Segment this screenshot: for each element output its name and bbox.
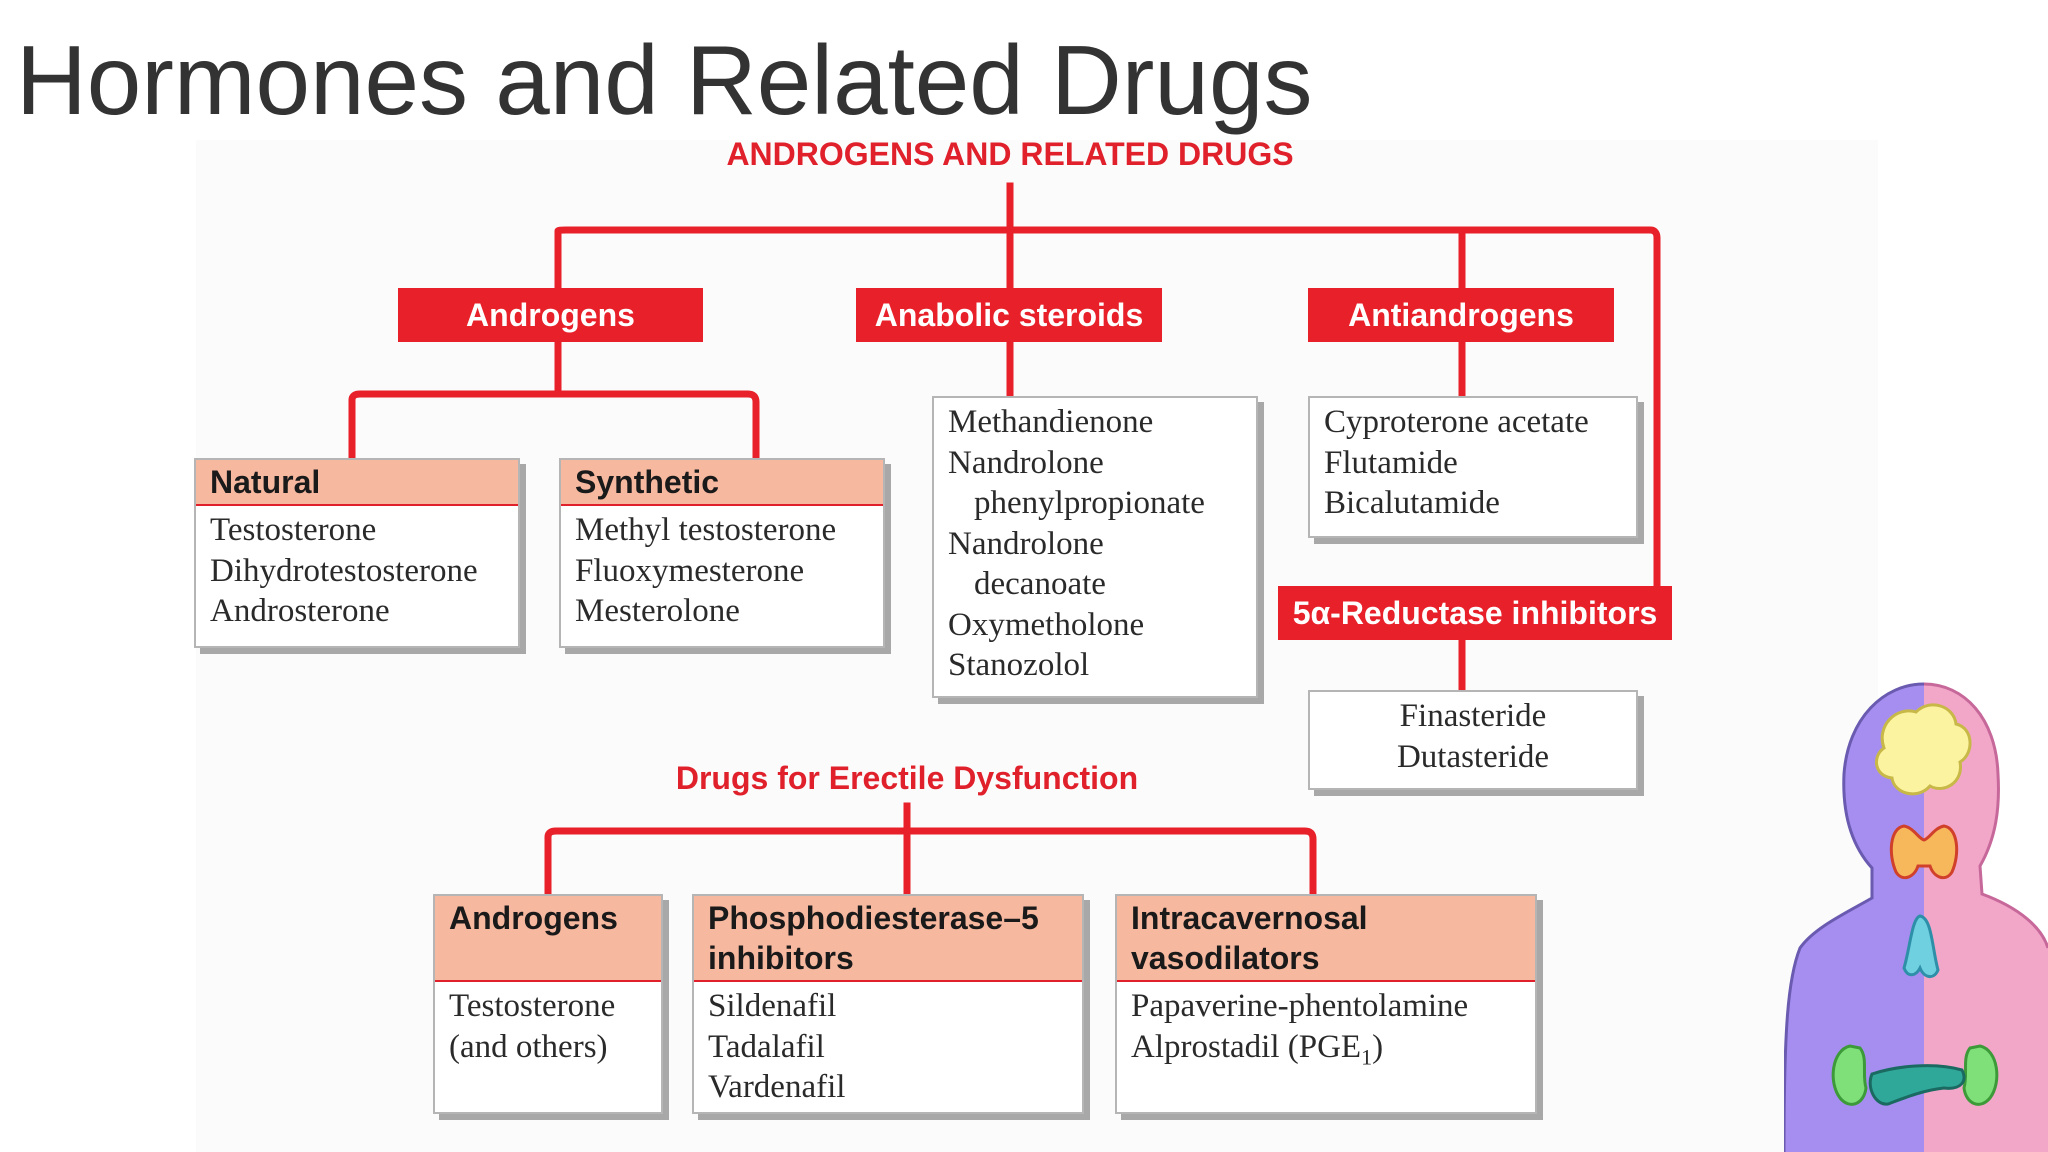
anabolic-item: Oxymetholone (948, 606, 1145, 643)
androgens-category-label: Androgens (466, 296, 635, 333)
pde5-title-line: inhibitors (708, 940, 854, 976)
anabolic-item: decanoate (974, 566, 1106, 602)
pde5-title: Phosphodiesterase–5 inhibitors (694, 896, 1082, 982)
synthetic-item: Mesterolone (575, 593, 740, 629)
reductase-inhibitors-card: Finasteride Dutasteride (1308, 690, 1638, 790)
natural-item: Testosterone (210, 512, 377, 548)
ed-androgens-item: (and others) (449, 1028, 608, 1065)
reductase-inhibitors-label: 5α-Reductase inhibitors (1292, 594, 1658, 631)
erectile-dysfunction-heading: Drugs for Erectile Dysfunction (675, 760, 1139, 796)
anabolic-steroids-category-box: Anabolic steroids (856, 288, 1162, 342)
ed-androgens-card: Androgens Testosterone (and others) (433, 894, 663, 1114)
natural-item: Dihydrotestosterone (210, 552, 478, 589)
pde5-title-line: Phosphodiesterase–5 (708, 900, 1039, 936)
anabolic-item: Stanozolol (948, 647, 1090, 683)
anabolic-item: phenylpropionate (974, 485, 1205, 521)
reductase-item: Dutasteride (1396, 738, 1550, 775)
anabolic-item: Nandrolone (948, 444, 1104, 481)
intracavernosal-vasodilators-card: Intracavernosal vasodilators Papaverine-… (1115, 894, 1537, 1114)
intracavernosal-title-line: vasodilators (1131, 940, 1320, 976)
androgens-category-box: Androgens (398, 288, 703, 342)
intracavernosal-item: Alprostadil (PGE1) (1131, 1028, 1384, 1070)
synthetic-card-title: Synthetic (561, 460, 883, 506)
antiandrogens-card: Cyproterone acetate Flutamide Bicalutami… (1308, 396, 1638, 538)
synthetic-androgens-card: Synthetic Methyl testosterone Fluoxymest… (559, 458, 885, 648)
anabolic-steroids-card: Methandienone Nandrolone phenylpropionat… (932, 396, 1258, 698)
intracavernosal-title-line: Intracavernosal (1131, 900, 1368, 936)
natural-card-title: Natural (196, 460, 518, 506)
slide-title: Hormones and Related Drugs (16, 25, 1313, 135)
endocrine-body-illustration-icon (1784, 682, 2048, 1152)
antiandrogen-item: Cyproterone acetate (1324, 404, 1589, 440)
reductase-inhibitors-category-box: 5α-Reductase inhibitors (1278, 586, 1672, 640)
anabolic-item: Nandrolone (948, 525, 1104, 562)
antiandrogens-label: Antiandrogens (1348, 296, 1574, 333)
anabolic-steroids-label: Anabolic steroids (874, 296, 1144, 333)
antiandrogen-item: Flutamide (1324, 444, 1458, 481)
intracavernosal-item: Papaverine-phentolamine (1131, 988, 1469, 1024)
antiandrogens-category-box: Antiandrogens (1308, 288, 1614, 342)
ed-androgens-item: Testosterone (449, 988, 616, 1024)
reductase-item: Finasteride (1399, 698, 1547, 734)
pde5-item: Sildenafil (708, 988, 837, 1024)
intracavernosal-title: Intracavernosal vasodilators (1117, 896, 1535, 982)
pde5-item: Tadalafil (708, 1028, 825, 1065)
synthetic-item: Fluoxymesterone (575, 552, 805, 589)
pde5-item: Vardenafil (708, 1069, 846, 1105)
androgens-related-drugs-heading: ANDROGENS AND RELATED DRUGS (726, 136, 1294, 172)
natural-androgens-card: Natural Testosterone Dihydrotestosterone… (194, 458, 520, 648)
natural-item: Androsterone (210, 593, 390, 629)
pde5-inhibitors-card: Phosphodiesterase–5 inhibitors Sildenafi… (692, 894, 1084, 1114)
ed-androgens-title: Androgens (435, 896, 661, 982)
anabolic-item: Methandienone (948, 404, 1154, 440)
antiandrogen-item: Bicalutamide (1324, 485, 1500, 521)
synthetic-item: Methyl testosterone (575, 512, 837, 548)
